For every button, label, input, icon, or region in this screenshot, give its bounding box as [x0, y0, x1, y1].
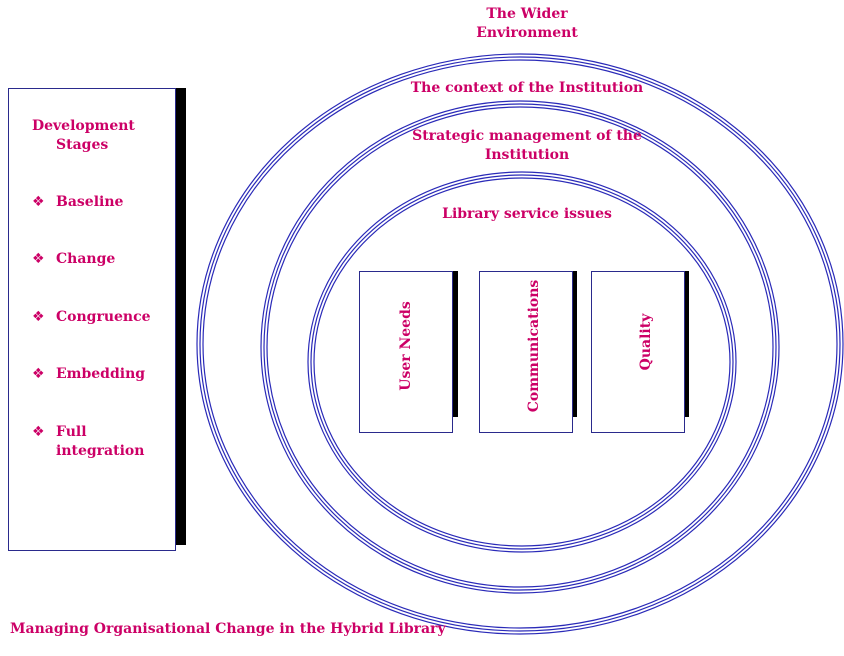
diamond-bullet-icon: ❖	[32, 251, 45, 267]
strategic-management-line2: Institution	[484, 147, 570, 163]
user-needs-box: User Needs	[359, 271, 453, 433]
strategic-management-line1: Strategic management of the	[412, 128, 642, 144]
development-stages-title: Development Stages	[32, 117, 172, 155]
communications-box: Communications	[479, 271, 573, 433]
stages-panel-shadow	[176, 88, 186, 545]
diamond-bullet-icon: ❖	[32, 424, 45, 440]
quality-label: Quality	[638, 313, 654, 371]
stage-label: Full integration	[56, 424, 145, 459]
stage-label: Congruence	[56, 309, 151, 325]
diamond-bullet-icon: ❖	[32, 194, 45, 210]
diagram-caption: Managing Organisational Change in the Hy…	[10, 621, 446, 637]
stages-title-line1: Development	[32, 118, 135, 134]
diamond-bullet-icon: ❖	[32, 366, 45, 382]
communications-label: Communications	[526, 279, 542, 413]
context-institution-label: The context of the Institution	[410, 80, 644, 96]
stage-label: Embedding	[56, 366, 146, 382]
ring-wider-environment	[196, 53, 844, 635]
stages-title-line2: Stages	[56, 137, 109, 153]
wider-environment-line1: The Wider	[486, 6, 568, 22]
stage-item-baseline: ❖ Baseline	[32, 193, 156, 212]
communications-box-shadow	[572, 271, 577, 417]
stage-item-congruence: ❖ Congruence	[32, 308, 156, 327]
diamond-bullet-icon: ❖	[32, 309, 45, 325]
user-needs-label: User Needs	[398, 301, 414, 391]
wider-environment-line2: Environment	[476, 25, 578, 41]
stage-item-embedding: ❖ Embedding	[32, 365, 156, 384]
quality-box-shadow	[684, 271, 689, 417]
strategic-management-label: Strategic management of the Institution	[407, 127, 647, 165]
ring-strategic-management	[307, 171, 737, 553]
library-service-issues-label: Library service issues	[442, 206, 612, 222]
development-stages-panel	[8, 88, 176, 551]
user-needs-box-shadow	[453, 271, 458, 417]
stage-label: Baseline	[56, 194, 124, 210]
quality-box: Quality	[591, 271, 685, 433]
stage-item-full-integration: ❖ Full integration	[32, 423, 156, 461]
stage-label: Change	[56, 251, 116, 267]
ring-context-institution	[260, 100, 780, 594]
stage-item-change: ❖ Change	[32, 250, 156, 269]
wider-environment-label: The Wider Environment	[447, 5, 607, 43]
